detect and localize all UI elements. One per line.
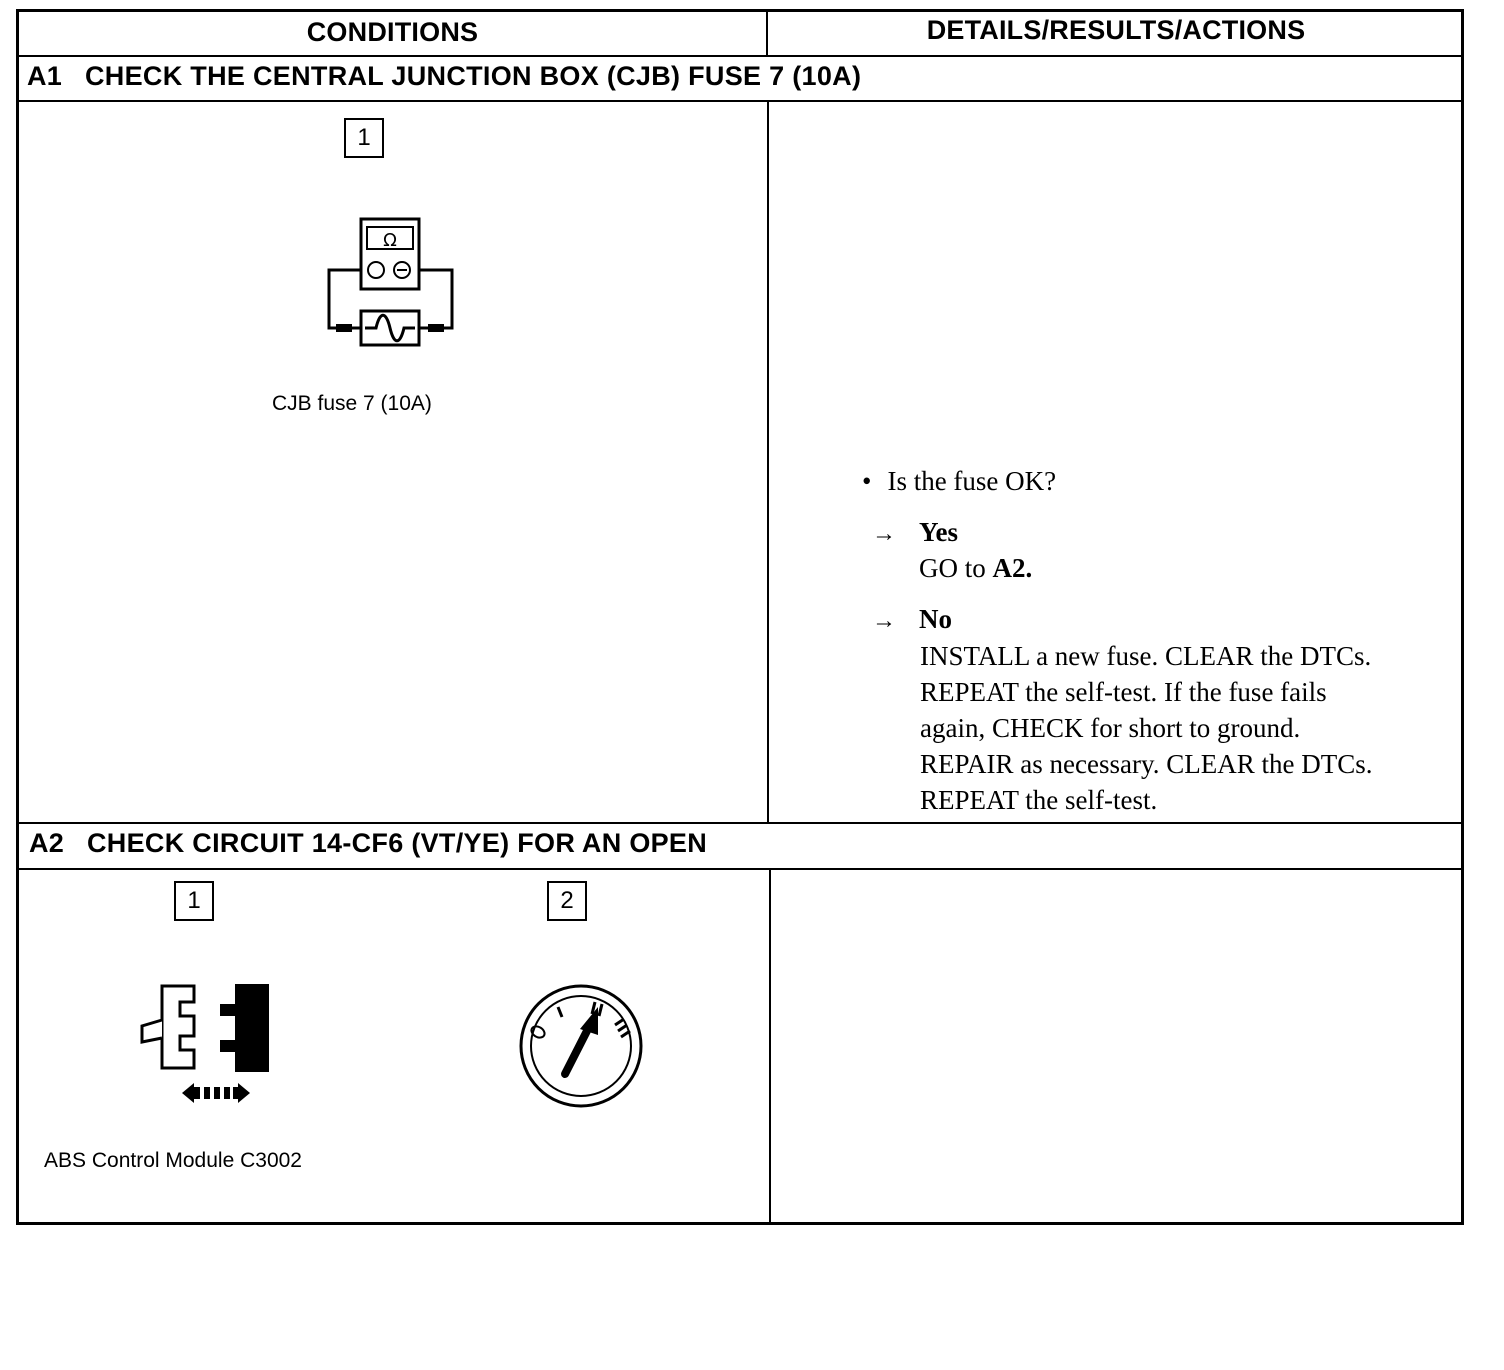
no-action-line: REPEAT the self-test. xyxy=(920,785,1158,815)
a1-a2-divider xyxy=(19,822,1461,824)
a1-condition-number-1: 1 xyxy=(344,118,384,158)
a1-question-text: Is the fuse OK? xyxy=(887,466,1057,496)
yes-action-prefix: GO to xyxy=(919,553,993,583)
step-a2-heading: CHECK CIRCUIT 14-CF6 (VT/YE) FOR AN OPEN xyxy=(87,828,708,858)
conditions-header: CONDITIONS xyxy=(306,17,479,47)
ignition-switch-icon xyxy=(519,984,643,1108)
connector-disconnect-icon xyxy=(140,984,269,1103)
yes-answer-row: → xyxy=(872,517,896,548)
no-action-line: REPEAT the self-test. If the fuse fails xyxy=(920,677,1327,707)
header-column-divider xyxy=(766,12,768,55)
arrow-right-icon: → xyxy=(872,608,896,634)
header-divider xyxy=(19,55,1461,57)
yes-action-target: A2. xyxy=(992,553,1033,583)
step-a1-heading: CHECK THE CENTRAL JUNCTION BOX (CJB) FUS… xyxy=(85,61,862,91)
no-action-text: INSTALL a new fuse. CLEAR the DTCs. REPE… xyxy=(920,638,1372,818)
a1-question: • Is the fuse OK? xyxy=(862,466,1056,497)
step-a1-id: A1 xyxy=(27,61,63,91)
a1-column-divider xyxy=(767,100,769,822)
a1-title-divider xyxy=(19,100,1461,102)
no-answer-row: → xyxy=(872,604,896,635)
no-label: No xyxy=(919,604,952,634)
a2-condition-number-1: 1 xyxy=(174,881,214,921)
no-action-line: REPAIR as necessary. CLEAR the DTCs. xyxy=(920,749,1373,779)
yes-label: Yes xyxy=(919,517,958,547)
details-header: DETAILS/RESULTS/ACTIONS xyxy=(926,15,1306,45)
yes-action: GO to A2. xyxy=(919,553,1032,584)
ohmmeter-fuse-icon: Ω xyxy=(327,217,454,347)
step-a2-id: A2 xyxy=(29,828,65,858)
a2-title-divider xyxy=(19,868,1461,870)
no-action-line: INSTALL a new fuse. CLEAR the DTCs. xyxy=(920,641,1372,671)
step-a1-title: A1 CHECK THE CENTRAL JUNCTION BOX (CJB) F… xyxy=(27,61,861,92)
no-action-line: again, CHECK for short to ground. xyxy=(920,713,1301,743)
a2-column-divider xyxy=(769,868,771,1225)
bullet-icon: • xyxy=(862,466,872,496)
a2-condition-caption: ABS Control Module C3002 xyxy=(44,1149,302,1172)
a1-condition-caption: CJB fuse 7 (10A) xyxy=(272,392,432,415)
step-a2-title: A2 CHECK CIRCUIT 14-CF6 (VT/YE) FOR AN OP… xyxy=(29,828,707,859)
omega-symbol: Ω xyxy=(383,230,397,251)
a2-condition-number-2: 2 xyxy=(547,881,587,921)
arrow-right-icon: → xyxy=(872,521,896,547)
